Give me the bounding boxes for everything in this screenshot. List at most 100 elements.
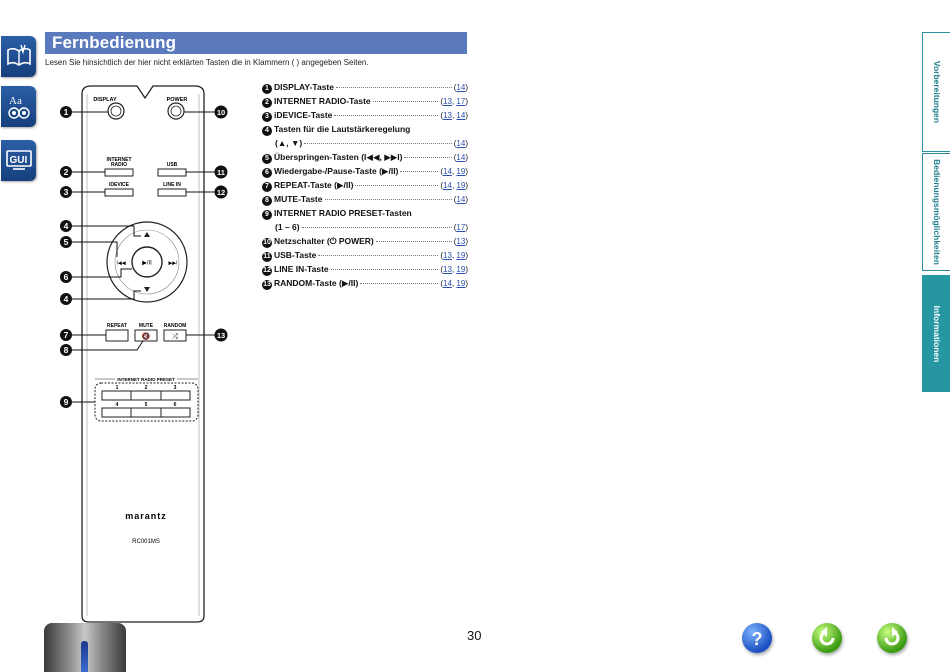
help-button[interactable]: ? — [742, 623, 772, 653]
page-ref-link[interactable]: 19 — [456, 167, 466, 176]
display-button[interactable] — [107, 102, 125, 120]
callout-7: 7 — [64, 330, 69, 340]
preset-3-label: 3 — [174, 385, 177, 391]
legend-label: Tasten für die Lautstärkeregelung — [274, 124, 411, 134]
page-ref-link[interactable]: 14 — [443, 167, 452, 176]
intro-text: Lesen Sie hinsichtlich der hier nicht er… — [45, 58, 369, 67]
page-refs: (13, 14) — [440, 111, 468, 120]
shuffle-icon: ⤮ — [172, 334, 178, 341]
legend-label: RANDOM-Taste (▶/II) — [274, 278, 359, 288]
legend-number: 10 — [262, 238, 272, 248]
page-ref-link[interactable]: 14 — [456, 195, 466, 204]
page-refs: (13) — [453, 237, 468, 246]
page-ref-link[interactable]: 14 — [443, 279, 452, 288]
legend-sub-label: (▲, ▼) — [275, 138, 303, 148]
mute-label: MUTE — [139, 323, 154, 329]
forward-arrow-icon — [884, 627, 900, 646]
page-ref-link[interactable]: 19 — [456, 251, 466, 260]
legend-number: 5 — [262, 154, 272, 164]
usb-label: USB — [167, 162, 178, 168]
preset-row-2[interactable] — [101, 407, 191, 418]
callout-13: 13 — [217, 331, 225, 340]
legend-label: LINE IN-Taste — [274, 264, 329, 274]
callout-1: 1 — [64, 107, 69, 117]
play-pause-icon: ▶/II — [142, 261, 152, 267]
internet-radio-button[interactable] — [104, 168, 134, 177]
mute-icon: 🔇 — [142, 332, 151, 341]
tab-information[interactable]: Informationen — [922, 275, 950, 392]
play-pause-button[interactable] — [131, 246, 163, 278]
repeat-label: REPEAT — [107, 323, 127, 329]
legend-label: DISPLAY-Taste — [274, 82, 334, 92]
gui-icon[interactable]: GUI — [1, 140, 36, 181]
tab-preparations[interactable]: Vorbereitungen — [922, 32, 950, 152]
page-ref-link[interactable]: 13 — [443, 265, 452, 274]
page-refs: (14) — [453, 83, 468, 92]
remote-control-illustration: DISPLAY POWER INTERNET RADIO USB iDEVICE… — [60, 85, 228, 623]
line-in-button[interactable] — [157, 188, 187, 197]
page-ref-link[interactable]: 14 — [456, 139, 466, 148]
legend-label: INTERNET RADIO PRESET-Tasten — [274, 208, 412, 218]
volume-up-icon[interactable] — [144, 232, 150, 237]
page-ref-link[interactable]: 19 — [456, 265, 466, 274]
repeat-button[interactable] — [105, 329, 129, 342]
callout-12: 12 — [217, 188, 225, 197]
preset-title: INTERNET RADIO PRESET — [117, 377, 175, 382]
page-ref-link[interactable]: 17 — [456, 97, 466, 106]
page-ref-link[interactable]: 14 — [443, 181, 452, 190]
page-number: 30 — [467, 628, 482, 643]
page-refs: (14, 19) — [440, 279, 468, 288]
legend-number: 6 — [262, 168, 272, 178]
page-ref-link[interactable]: 19 — [456, 279, 466, 288]
page-ref-link[interactable]: 13 — [456, 237, 466, 246]
preset-1-label: 1 — [116, 385, 119, 391]
page-ref-link[interactable]: 19 — [456, 181, 466, 190]
help-icon: ? — [752, 629, 763, 649]
callout-2: 2 — [64, 167, 69, 177]
preset-6-label: 6 — [174, 402, 177, 408]
page-title-bar: Fernbedienung — [45, 32, 467, 54]
legend-number: 12 — [262, 266, 272, 276]
idevice-button[interactable] — [104, 188, 134, 197]
page-ref-link[interactable]: 13 — [443, 97, 452, 106]
callout-4-down: 4 — [64, 294, 69, 304]
callout-4-up: 4 — [64, 221, 69, 231]
page-ref-link[interactable]: 14 — [456, 83, 466, 92]
legend-number: 9 — [262, 210, 272, 220]
usb-button[interactable] — [157, 168, 187, 177]
tab-operations[interactable]: Bedienungsmöglichkeiten — [922, 153, 950, 271]
tab-preparations-label: Vorbereitungen — [932, 60, 942, 124]
legend-number: 4 — [262, 126, 272, 136]
page-ref-link[interactable]: 14 — [456, 153, 466, 162]
page-ref-link[interactable]: 13 — [443, 251, 452, 260]
glossary-icon[interactable]: Aa — [1, 86, 36, 127]
back-button[interactable] — [812, 623, 842, 653]
tab-information-label: Informationen — [932, 305, 942, 362]
skip-forward-icon[interactable]: ▶▶I — [168, 261, 177, 267]
preset-2-label: 2 — [145, 385, 148, 391]
forward-button[interactable] — [877, 623, 907, 653]
mute-button[interactable] — [134, 329, 158, 342]
idevice-label: iDEVICE — [109, 182, 130, 188]
callout-3: 3 — [64, 187, 69, 197]
manual-book-icon[interactable] — [1, 36, 36, 77]
power-button[interactable] — [167, 102, 185, 120]
legend-label: INTERNET RADIO-Taste — [274, 96, 371, 106]
legend-number: 7 — [262, 182, 272, 192]
page-ref-link[interactable]: 17 — [456, 223, 466, 232]
page-ref-link[interactable]: 13 — [443, 111, 452, 120]
page-ref-link[interactable]: 14 — [456, 111, 466, 120]
legend-number: 13 — [262, 280, 272, 290]
svg-text:?: ? — [752, 629, 763, 649]
volume-down-icon[interactable] — [144, 287, 150, 292]
preset-row-1[interactable] — [101, 390, 191, 401]
skip-back-icon[interactable]: I◀◀ — [116, 261, 125, 267]
